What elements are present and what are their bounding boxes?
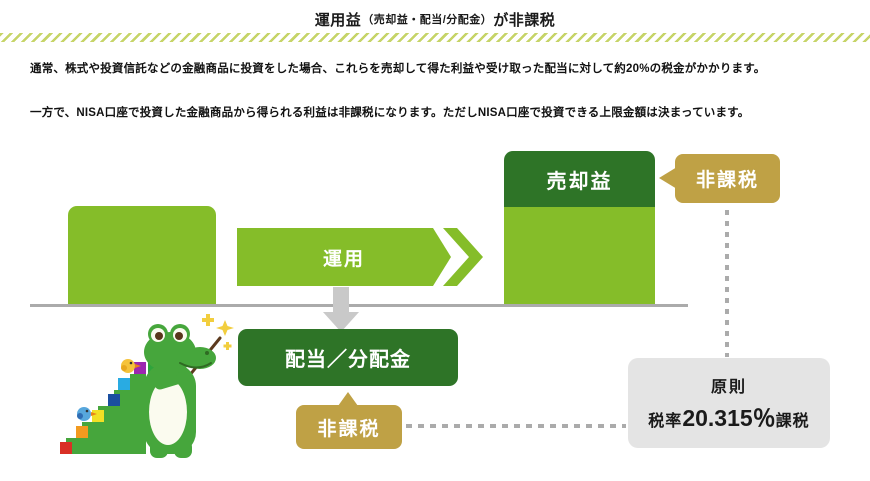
tax-rate-note-line1: 原則 bbox=[710, 379, 747, 396]
principal-bar bbox=[68, 206, 216, 304]
down-arrow-icon bbox=[323, 287, 359, 332]
badge-tail-left-icon bbox=[659, 167, 677, 189]
tax-free-badge-dividend-label: 非課税 bbox=[317, 418, 381, 440]
paragraph-taxation-normal: 通常、株式や投資信託などの金融商品に投資をした場合、これらを売却して得た利益や受… bbox=[30, 63, 766, 75]
title-suffix: が非課税 bbox=[493, 11, 556, 29]
tax-free-badge-dividend: 非課税 bbox=[296, 392, 402, 449]
title-paren: （売却益・配当/分配金） bbox=[362, 14, 493, 26]
paragraph-nisa-taxfree: 一方で、NISA口座で投資した金融商品から得られる利益は非課税になります。ただし… bbox=[30, 107, 750, 119]
tax-free-badge-sale-label: 非課税 bbox=[695, 170, 759, 191]
tax-rate-note-line2: 税率 20.315％ 課税 bbox=[648, 399, 809, 433]
page-title: 運用益（売却益・配当/分配金）が非課税 bbox=[0, 6, 870, 32]
tax-free-badge-sale: 非課税 bbox=[659, 154, 780, 203]
title-prefix: 運用益 bbox=[314, 11, 362, 29]
invest-arrow bbox=[237, 228, 483, 286]
sale-gain-box: 売却益 bbox=[504, 151, 655, 207]
dotted-connector-horizontal bbox=[406, 424, 626, 428]
tax-rate-prefix: 税率 bbox=[648, 413, 683, 430]
tax-rate-note: 原則 税率 20.315％ 課税 bbox=[628, 358, 830, 448]
badge-tail-up-icon bbox=[338, 392, 358, 406]
dividend-label: 配当／分配金 bbox=[285, 349, 411, 371]
sale-gain-principal bbox=[504, 207, 655, 304]
crocodile-mascot-icon bbox=[60, 314, 234, 458]
dividend-box: 配当／分配金 bbox=[238, 329, 458, 386]
dotted-connector-vertical bbox=[725, 210, 729, 357]
striped-divider bbox=[0, 33, 870, 42]
tax-rate-suffix: 課税 bbox=[775, 413, 810, 430]
invest-arrow-label: 運用 bbox=[322, 248, 365, 270]
baseline-axis bbox=[30, 304, 688, 307]
tax-rate-value: 20.315％ bbox=[682, 405, 776, 431]
sale-gain-label: 売却益 bbox=[546, 170, 613, 193]
